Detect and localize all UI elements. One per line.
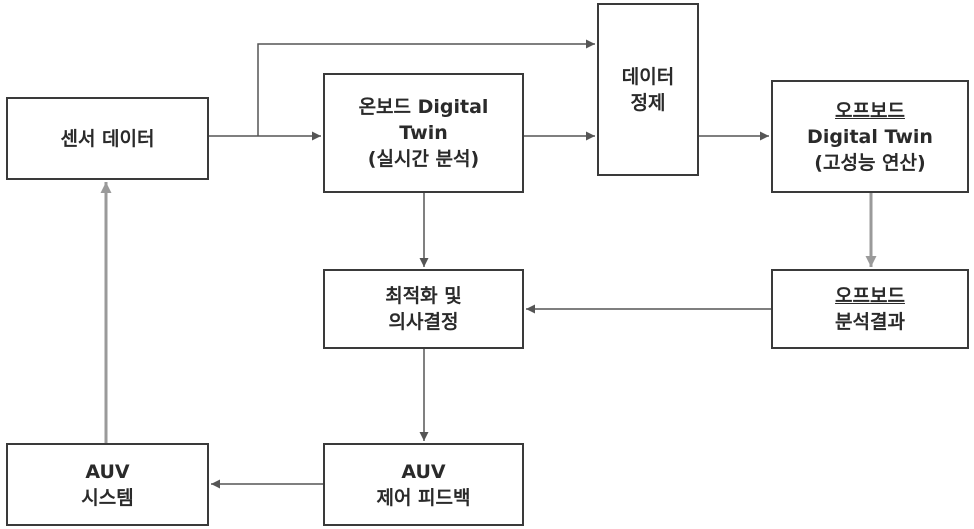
node-sensor-data-line-1: 센서 데이터 bbox=[60, 127, 155, 150]
node-offboard-line-3: (고성능 연산) bbox=[814, 151, 926, 174]
node-optim-line-2: 의사결정 bbox=[388, 311, 459, 333]
node-onboard-digital-twin: 온보드 Digital Twin (실시간 분석) bbox=[323, 73, 524, 193]
node-auvsys-line-1: AUV bbox=[85, 460, 130, 483]
node-offres-line-1: 오프보드 bbox=[835, 285, 905, 307]
node-optimization-decision: 최적화 및 의사결정 bbox=[323, 269, 524, 349]
node-optim-line-1: 최적화 및 bbox=[385, 285, 462, 307]
node-feedback-line-2: 제어 피드백 bbox=[376, 486, 471, 509]
node-auv-control-feedback: AUV 제어 피드백 bbox=[323, 443, 524, 526]
node-feedback-line-1: AUV bbox=[401, 460, 446, 483]
node-offres-line-2: 분석결과 bbox=[835, 311, 905, 333]
edge-sensor-to-cleanse bbox=[257, 39, 595, 136]
node-onboard-line-1: 온보드 Digital bbox=[358, 96, 489, 118]
node-offboard-digital-twin: 오프보드 Digital Twin (고성능 연산) bbox=[771, 80, 969, 193]
node-onboard-line-3: (실시간 분석) bbox=[367, 148, 480, 170]
node-offboard-results: 오프보드 분석결과 bbox=[771, 269, 969, 349]
node-offboard-line-2: Digital Twin bbox=[807, 125, 933, 148]
node-cleanse-line-1: 데이터 bbox=[621, 65, 675, 88]
node-offboard-line-1: 오프보드 bbox=[835, 99, 905, 122]
node-auvsys-line-2: 시스템 bbox=[81, 486, 134, 509]
node-cleanse-line-2: 정제 bbox=[630, 91, 666, 114]
node-onboard-line-2: Twin bbox=[399, 122, 448, 144]
node-data-cleansing: 데이터 정제 bbox=[597, 3, 699, 176]
node-sensor-data: 센서 데이터 bbox=[6, 97, 209, 180]
node-auv-system: AUV 시스템 bbox=[6, 443, 209, 526]
